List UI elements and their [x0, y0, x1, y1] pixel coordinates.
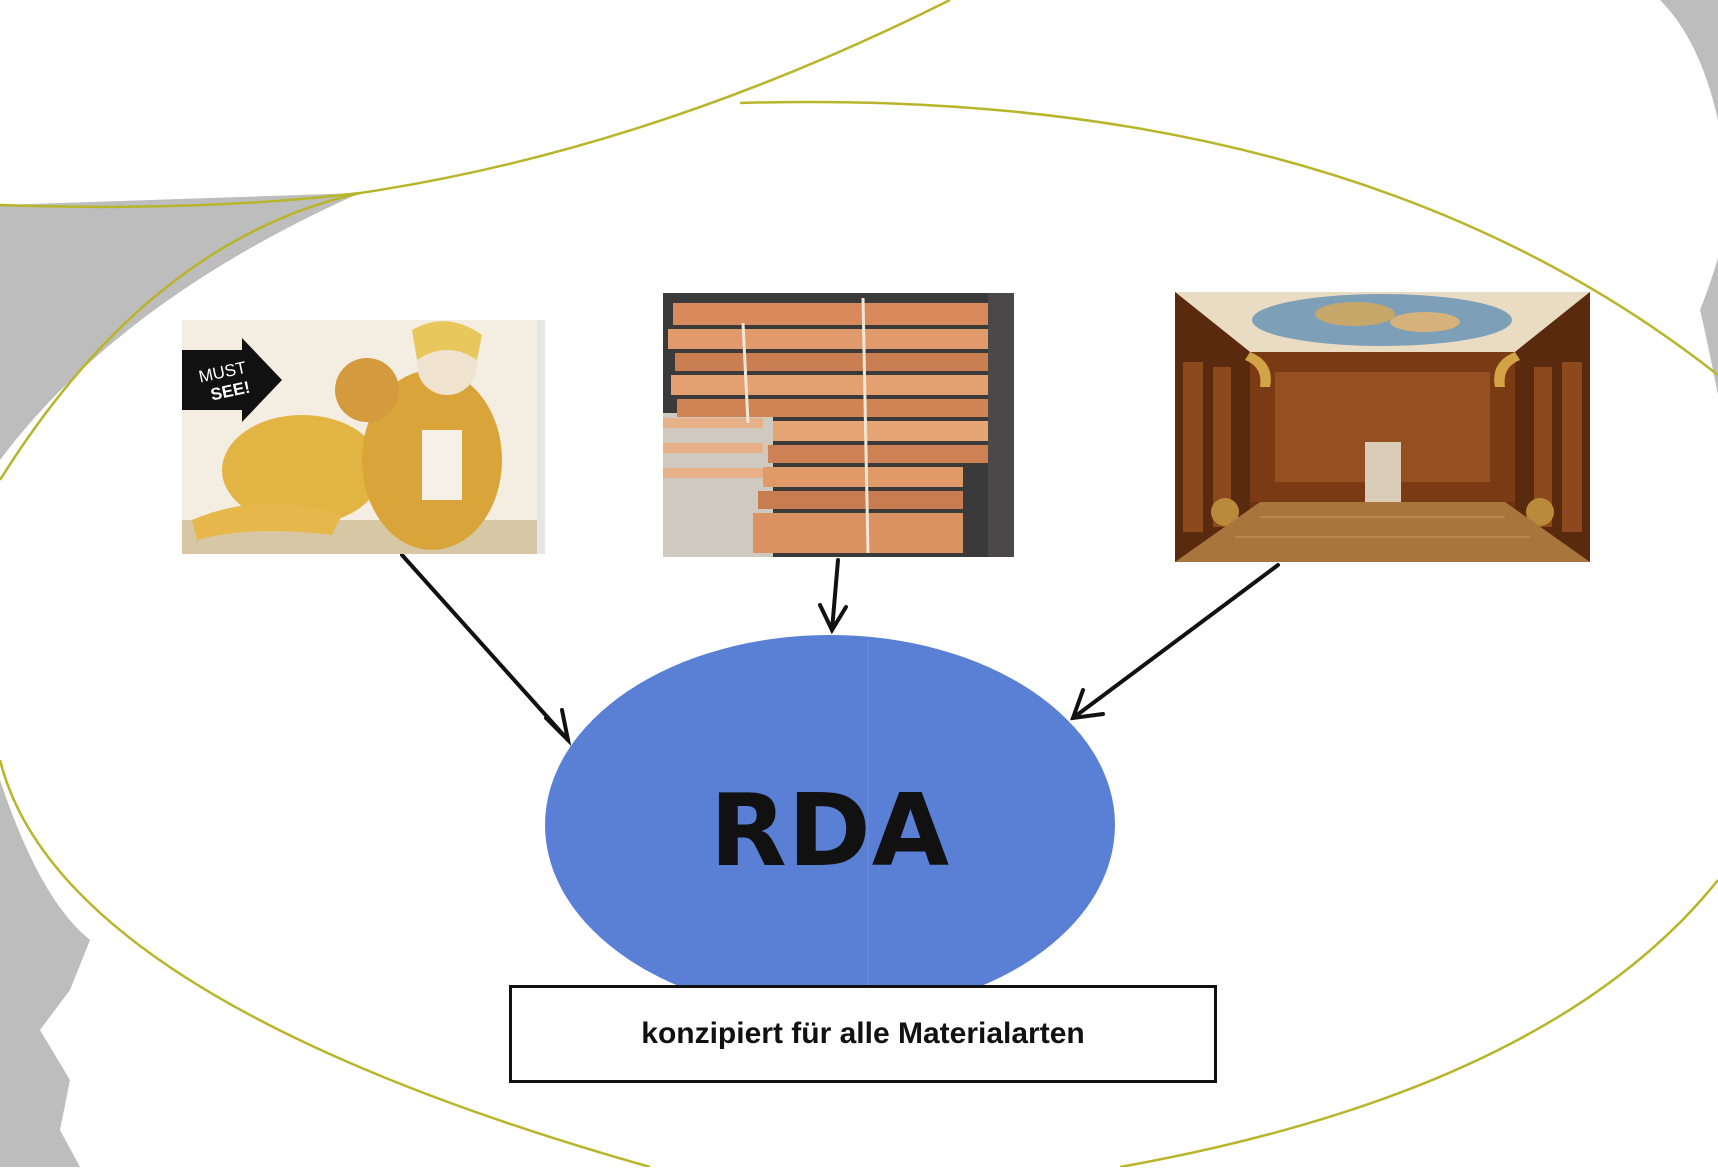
statue-photo: MUST SEE!: [182, 320, 545, 554]
right-gray-mid-shape: [1700, 258, 1718, 395]
left-gray-lower-shape: [0, 780, 90, 1167]
rda-label: RDA: [709, 771, 951, 889]
right-gray-shape: [1660, 0, 1718, 120]
caption-text: konzipiert für alle Materialarten: [641, 1017, 1085, 1050]
rda-ellipse: [545, 635, 1115, 1015]
top-arc-curve: [0, 0, 951, 209]
left-gray-shape: [0, 193, 360, 460]
arrow-library-to-rda: [1070, 563, 1280, 721]
caption-box: konzipiert für alle Materialarten: [509, 985, 1217, 1083]
files-photo: [663, 293, 1014, 557]
library-photo: [1175, 292, 1590, 562]
must-see-badge: MUST SEE!: [182, 338, 282, 422]
arrow-files-to-rda: [818, 558, 848, 635]
arrow-statue-to-rda: [400, 553, 572, 747]
large-ellipse-curve: [0, 100, 1718, 1169]
